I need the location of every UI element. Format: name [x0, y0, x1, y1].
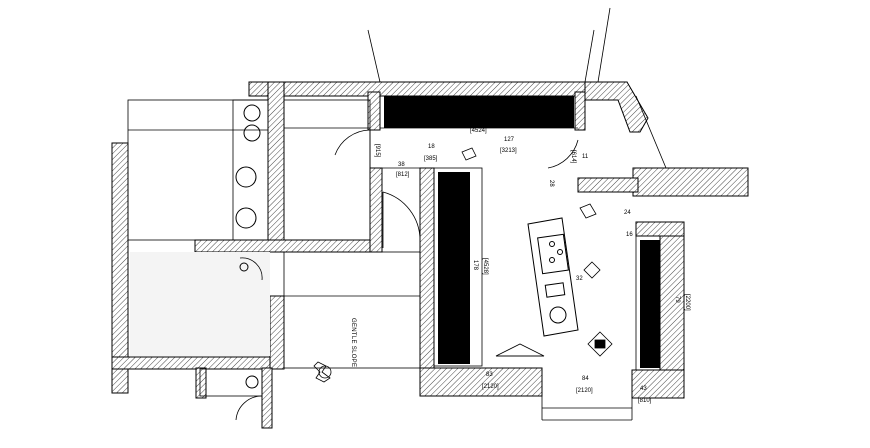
- dim-43: 43: [640, 386, 647, 392]
- wall-top: [248, 81, 628, 97]
- cabinets: [384, 96, 661, 371]
- dim-84: 84: [582, 376, 589, 382]
- dim-2120b: [2120]: [576, 388, 593, 394]
- wall-upper-left-pillar: [267, 81, 285, 247]
- dim-3213: [3213]: [500, 148, 517, 154]
- stool-diamond-1: [583, 261, 601, 279]
- wall-left-outer: [111, 142, 129, 394]
- stair-area-shading: [130, 252, 270, 356]
- door-swing-stairs: [239, 257, 263, 281]
- door-swing-entry: [547, 139, 579, 169]
- wall-right-bottom: [631, 369, 685, 399]
- wall-top-right-corner: [584, 81, 649, 133]
- kitchen-island: [527, 217, 579, 337]
- dim-385: [385]: [424, 156, 438, 162]
- dim-79: 79: [674, 296, 680, 303]
- wall-window-left-jamb: [367, 91, 381, 131]
- furniture: [313, 147, 613, 383]
- dim-83: 83: [486, 372, 493, 378]
- dimension-labels: [4524] 127 [3213] 18 [385] [915] 38 [812…: [374, 128, 690, 404]
- dim-614: [614]: [570, 150, 576, 164]
- dim-24: 24: [624, 210, 631, 216]
- door-swing-bottom: [235, 395, 263, 421]
- door-swing-upper: [334, 129, 371, 168]
- dim-11: 11: [582, 154, 589, 160]
- stool-diamond-2: [587, 331, 613, 357]
- dim-915: [915]: [374, 144, 380, 158]
- dim-38: 38: [398, 162, 405, 168]
- dim-28: 28: [548, 180, 554, 187]
- room-label: GENTLE SLOPE: [350, 318, 356, 367]
- dim-18: 18: [428, 144, 435, 150]
- doors: [235, 129, 579, 421]
- wall-right-top: [635, 221, 685, 237]
- fixture-circle-5: [245, 375, 259, 389]
- door-swing-left: [382, 191, 421, 241]
- dim-top-width: [4524]: [470, 128, 487, 134]
- dim-127: 127: [504, 137, 515, 143]
- dim-810: [810]: [638, 398, 652, 404]
- wall-stub-b: [269, 295, 285, 370]
- dim-32: 32: [576, 276, 583, 282]
- wall-small-pillar: [577, 177, 639, 193]
- top-cabinet: [384, 96, 574, 128]
- stair-arrow: [495, 343, 545, 357]
- wall-kitchen-bottom: [419, 367, 543, 397]
- dim-2120a: [2120]: [482, 384, 499, 390]
- wall-kitchen-left: [369, 167, 383, 253]
- dim-4528: [4528]: [482, 258, 488, 275]
- fixture-circle-1: [243, 104, 261, 122]
- wall-bottom-left: [111, 356, 273, 370]
- dim-2200: [2200]: [684, 294, 690, 311]
- wall-bottom-door-jamb: [261, 367, 273, 429]
- wall-window-right-jamb: [574, 91, 586, 131]
- right-cabinet: [640, 240, 660, 368]
- wall-kitchen-left-lower: [419, 167, 435, 397]
- exterior-lines: [367, 7, 667, 169]
- wall-bottom-stub: [195, 367, 207, 399]
- dim-16: 16: [626, 232, 633, 238]
- chair-top: [461, 147, 477, 161]
- dim-812: [812]: [396, 172, 410, 178]
- fixture-circle-4: [235, 207, 257, 229]
- fixture-circle-3: [235, 166, 257, 188]
- fixture-circle-6: [239, 262, 249, 272]
- walls: [111, 81, 749, 429]
- dim-178: 178: [472, 260, 478, 271]
- fixture-circle-2: [243, 124, 261, 142]
- fixtures: [235, 104, 261, 389]
- chair-right: [579, 203, 597, 219]
- left-cabinet: [438, 172, 470, 364]
- wall-right-ledge: [632, 167, 749, 197]
- wall-mid-horizontal: [194, 239, 382, 253]
- plant-symbol: [313, 361, 331, 383]
